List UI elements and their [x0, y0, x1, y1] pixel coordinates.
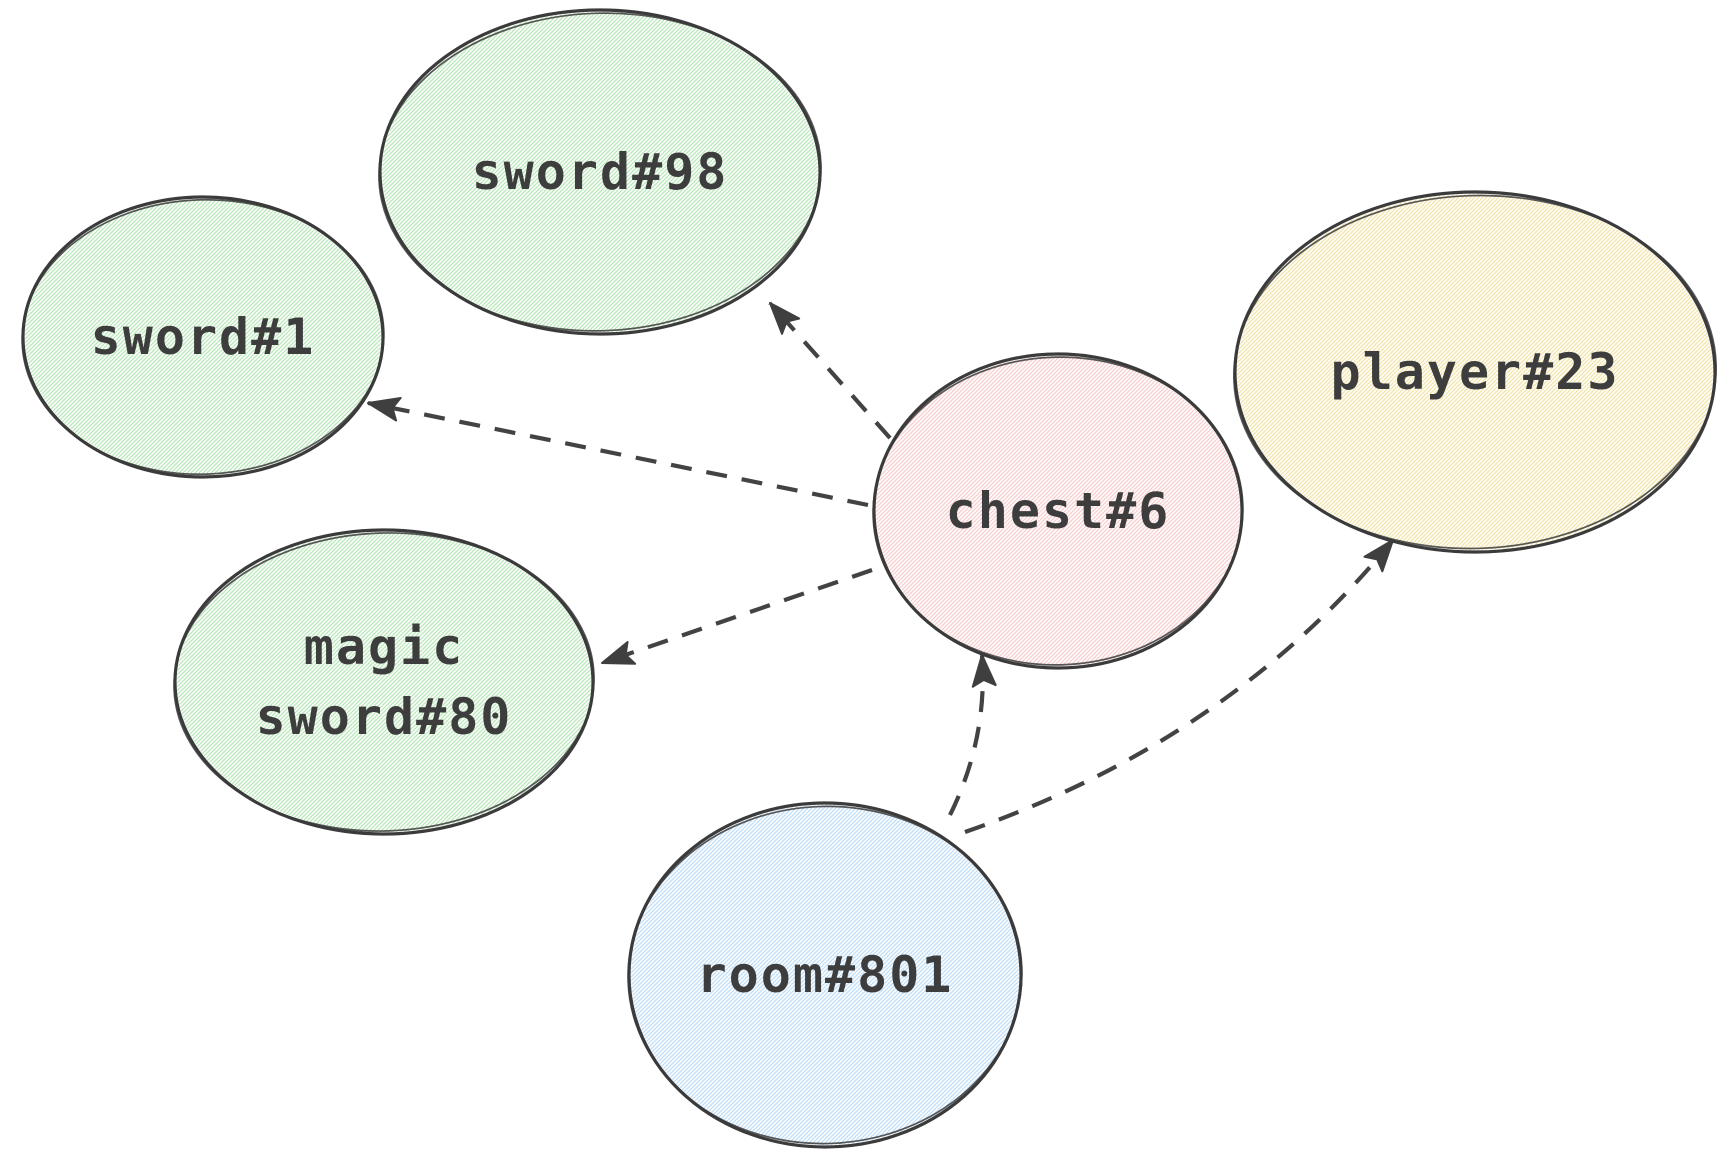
node-fill-player23: [1237, 194, 1713, 550]
edge-chest6-to-magicsword80: [601, 568, 873, 665]
node-label-line: sword#1: [91, 308, 316, 366]
arrowhead-room801-to-chest6: [971, 654, 997, 688]
node-outline-sketch-sword98: [378, 12, 822, 332]
node-label-line: magic: [304, 618, 465, 676]
node-label-line: sword#80: [256, 688, 513, 746]
node-outline-sketch-sword1: [21, 198, 385, 476]
node-fill-room801: [631, 805, 1019, 1145]
node-outline-player23: [1233, 190, 1717, 554]
node-label-sword98: sword#98: [472, 143, 729, 201]
node-outline-chest6: [872, 352, 1244, 670]
edge-line-chest6-to-magicsword80: [601, 568, 873, 665]
edge-line-chest6-to-sword1: [367, 400, 869, 508]
node-label-line: player#23: [1331, 343, 1620, 401]
node-outline-sketch-room801: [627, 805, 1023, 1145]
node-fill-chest6: [876, 356, 1240, 666]
node-room801: room#801: [627, 801, 1023, 1149]
nodes-layer: sword#1 sword#98 magic sword#80 chest#6 playe…: [21, 8, 1717, 1149]
node-sword98: sword#98: [378, 8, 822, 336]
arrowhead-chest6-to-sword1: [367, 396, 402, 422]
edges-layer: [367, 301, 1395, 834]
arrowhead-chest6-to-sword98: [769, 302, 801, 335]
arrowhead-room801-to-player23: [1363, 539, 1394, 573]
edge-room801-to-chest6: [948, 654, 997, 816]
node-label-line: room#801: [697, 946, 954, 1004]
node-chest6: chest#6: [872, 352, 1244, 670]
node-label-line: sword#98: [472, 143, 729, 201]
arrowhead-chest6-to-magicsword80: [601, 641, 637, 665]
node-fill-sword1: [25, 199, 381, 475]
node-magicsword80: magic sword#80: [173, 528, 595, 836]
node-label-chest6: chest#6: [946, 482, 1171, 540]
node-label-room801: room#801: [697, 946, 954, 1004]
node-label-line: chest#6: [946, 482, 1171, 540]
node-outline-sketch-magicsword80: [173, 532, 595, 832]
node-outline-sketch-chest6: [872, 356, 1244, 666]
node-player23: player#23: [1233, 190, 1717, 554]
node-label-magicsword80: magic sword#80: [256, 618, 513, 746]
edge-line-chest6-to-sword98: [768, 301, 892, 440]
node-fill-sword98: [382, 12, 818, 332]
node-sword1: sword#1: [21, 195, 385, 479]
node-fill-magicsword80: [177, 532, 591, 832]
edge-chest6-to-sword98: [768, 301, 892, 440]
node-outline-sword98: [378, 8, 822, 336]
node-label-sword1: sword#1: [91, 308, 316, 366]
node-outline-magicsword80: [173, 528, 595, 836]
edge-line-room801-to-player23: [964, 538, 1395, 834]
node-label-player23: player#23: [1331, 343, 1620, 401]
edge-chest6-to-sword1: [367, 396, 869, 508]
node-outline-sketch-player23: [1233, 194, 1717, 550]
edge-room801-to-player23: [964, 538, 1395, 834]
node-outline-room801: [627, 801, 1023, 1149]
